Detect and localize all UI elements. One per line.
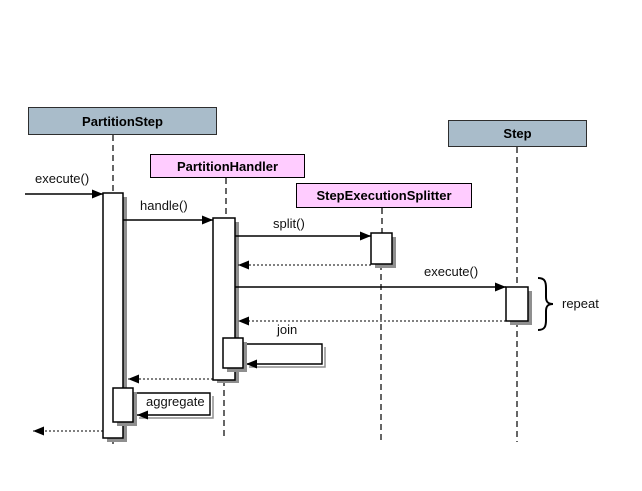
- message-label-join: join: [277, 322, 298, 337]
- participant-partitionhandler: PartitionHandler: [150, 154, 305, 178]
- annotation-repeat: repeat: [562, 296, 599, 311]
- self-loop-join-shadow: [249, 347, 326, 368]
- return-arrows: [33, 260, 506, 436]
- sub-activation-join: [222, 337, 244, 369]
- activation-splitter: [370, 232, 393, 265]
- activation-partitionstep: [102, 192, 124, 439]
- message-label-execute-1: execute(): [35, 171, 90, 186]
- repeat-brace: [537, 277, 554, 331]
- message-label-split: split(): [273, 216, 305, 231]
- participant-stepexecutionsplitter: StepExecutionSplitter: [296, 183, 472, 208]
- message-label-aggregate: aggregate: [146, 394, 205, 409]
- self-loop-aggregate: [133, 392, 211, 420]
- call-arrows: [25, 189, 506, 292]
- self-loop-join: [243, 343, 323, 369]
- sub-activation-aggregate: [112, 387, 134, 423]
- self-loop-aggregate-shadow: [139, 396, 214, 419]
- message-label-handle: handle(): [140, 198, 188, 213]
- activation-step: [505, 286, 529, 322]
- participant-step: Step: [448, 120, 587, 147]
- lifelines: [112, 135, 518, 445]
- participant-partitionstep: PartitionStep: [28, 107, 217, 135]
- message-label-execute-2: execute(): [424, 264, 479, 279]
